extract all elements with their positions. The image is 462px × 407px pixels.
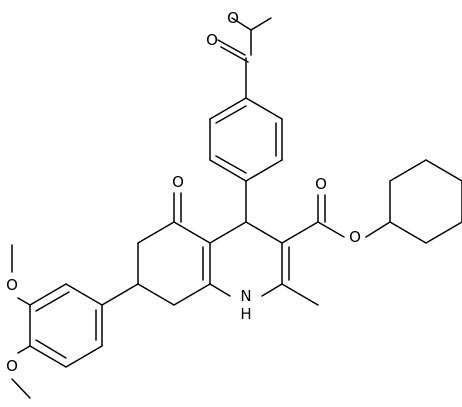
phenyl-ring-top — [209, 57, 283, 182]
atom-n-amine: N — [240, 287, 251, 305]
atom-o-cyclohexyl: O — [349, 228, 361, 246]
atom-o-ketone: O — [172, 173, 184, 191]
atom-o-methyl-ester-top: O — [227, 9, 239, 27]
atom-h-amine: H — [240, 305, 251, 323]
hexahydroquinoline-core — [137, 192, 319, 306]
dimethoxyphenyl — [11, 244, 139, 399]
atom-o-carbonyl-right: O — [315, 175, 327, 193]
cyclohexyl-ester — [281, 159, 462, 244]
atom-o-carbonyl-top: O — [206, 31, 218, 49]
methyl-ester-top — [217, 17, 272, 63]
atom-o-methoxy-upper: O — [6, 276, 18, 294]
atom-o-methoxy-lower: O — [6, 357, 18, 375]
